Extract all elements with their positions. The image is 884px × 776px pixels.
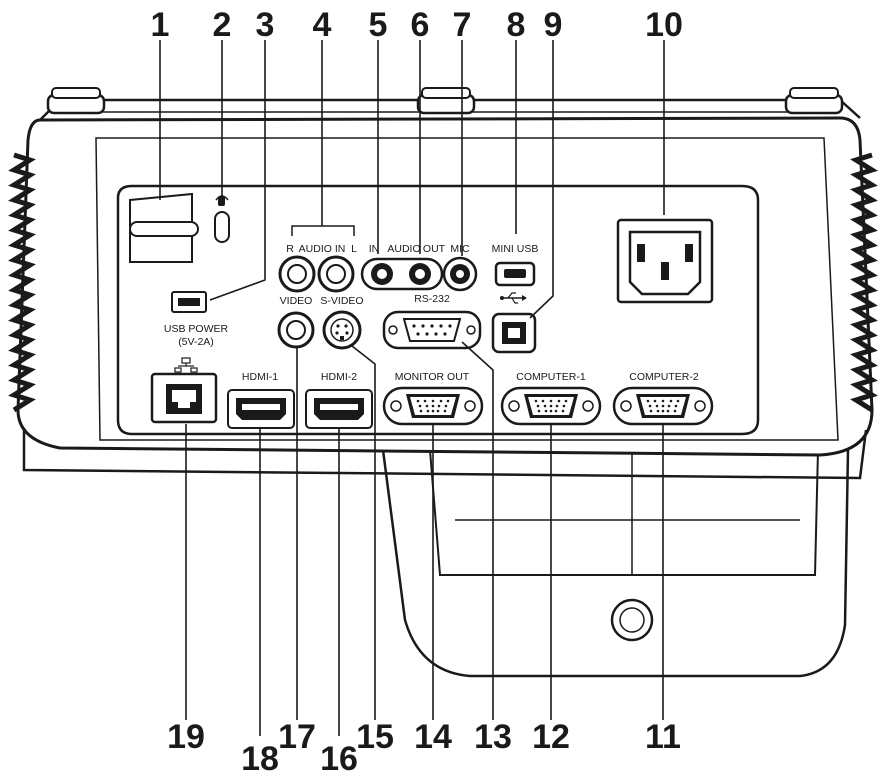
projector-stand — [381, 448, 850, 678]
audio-in-r-label: R — [286, 243, 294, 255]
audio-in-r-jack — [278, 255, 316, 293]
callout-10: 10 — [645, 6, 683, 44]
callout-6: 6 — [411, 6, 430, 44]
callout-19: 19 — [167, 718, 205, 756]
monitor-out-label: MONITOR OUT — [395, 371, 470, 383]
rs232-label: RS-232 — [414, 293, 450, 305]
computer1-port — [500, 386, 602, 426]
leader-3 — [209, 40, 266, 301]
callout-8: 8 — [507, 6, 526, 44]
network-lan-icon — [174, 357, 198, 373]
callout-14: 14 — [414, 718, 452, 756]
callout-numbers: 1 2 3 4 5 6 7 8 9 10 11 12 13 14 15 16 1… — [151, 6, 683, 776]
projector-body — [16, 98, 874, 480]
video-label: VIDEO — [280, 295, 313, 307]
hdmi2-label: HDMI-2 — [321, 371, 357, 383]
usb-power-rating-label: (5V-2A) — [178, 336, 214, 348]
computer1-label: COMPUTER-1 — [516, 371, 586, 383]
callout-2: 2 — [213, 6, 232, 44]
callout-5: 5 — [369, 6, 388, 44]
audio-io-out-label: OUT — [423, 243, 446, 255]
s-video-jack — [322, 310, 362, 350]
audio-in-bracket — [291, 225, 355, 236]
lan-port — [150, 372, 218, 424]
usb-power-label: USB POWER — [164, 323, 229, 335]
usb-b-port — [491, 312, 537, 354]
callout-17: 17 — [278, 718, 316, 756]
computer2-label: COMPUTER-2 — [629, 371, 699, 383]
audio-io-jacks — [360, 257, 444, 291]
rs232-port — [382, 310, 482, 350]
audio-io-audio-label: AUDIO — [387, 243, 420, 255]
callout-16: 16 — [320, 740, 358, 776]
hdmi1-label: HDMI-1 — [242, 371, 278, 383]
callout-12: 12 — [532, 718, 570, 756]
callout-9: 9 — [544, 6, 563, 44]
leader-lines — [159, 40, 665, 736]
callout-11: 11 — [645, 718, 681, 756]
audio-in-l-jack — [317, 255, 355, 293]
right-vent-grille — [850, 152, 878, 413]
callout-7: 7 — [453, 6, 472, 44]
leader-15 — [351, 345, 376, 720]
callout-15: 15 — [356, 718, 394, 756]
audio-in-label: AUDIO IN — [299, 243, 346, 255]
monitor-out-port — [382, 386, 484, 426]
callout-3: 3 — [256, 6, 275, 44]
mini-usb-label: MINI USB — [492, 243, 539, 255]
usb-power-port — [171, 291, 207, 313]
mini-usb-port — [494, 261, 536, 287]
kensington-lock-icon — [214, 195, 230, 243]
callout-18: 18 — [241, 740, 279, 776]
computer2-port — [612, 386, 714, 426]
left-vent-grille — [8, 152, 36, 413]
callout-4: 4 — [313, 6, 332, 44]
callout-1: 1 — [151, 6, 170, 44]
leader-13 — [461, 341, 494, 720]
security-bar — [129, 192, 199, 263]
adjustable-feet — [46, 87, 844, 115]
s-video-label: S-VIDEO — [320, 295, 363, 307]
video-jack — [277, 311, 315, 349]
audio-in-l-label: L — [351, 243, 357, 255]
hdmi2-port — [305, 389, 373, 429]
usb-symbol-icon — [500, 292, 527, 304]
mic-label: MIC — [450, 243, 470, 255]
ac-power-inlet — [616, 218, 714, 304]
callout-13: 13 — [474, 718, 512, 756]
leader-9 — [529, 40, 554, 319]
mic-jack — [442, 256, 478, 292]
hdmi1-port — [227, 389, 295, 429]
audio-io-in-label: IN — [369, 243, 380, 255]
